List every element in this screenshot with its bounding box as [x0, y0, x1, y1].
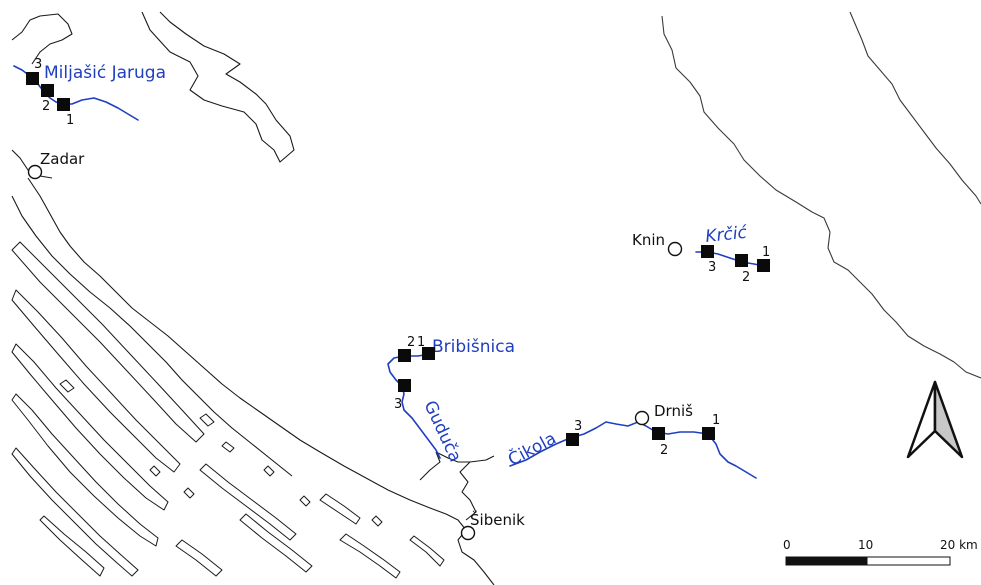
town-marker-knin — [667, 241, 683, 257]
town-marker-drnis — [634, 410, 650, 426]
scale-label-0: 0 — [783, 538, 791, 552]
site-label-bribisnica-2: 2 — [407, 335, 415, 350]
river-label-cikola: Čikola — [504, 427, 560, 471]
site-marker-krcic-3 — [701, 245, 714, 258]
river-cikola-line — [509, 421, 757, 479]
site-label-guduca-3: 3 — [394, 397, 402, 412]
site-label-krcic-2: 2 — [742, 270, 750, 285]
site-label-krcic-1: 1 — [762, 245, 770, 260]
scale-bar-white-segment — [866, 556, 951, 566]
town-label-knin: Knin — [632, 231, 665, 249]
state-border-north — [849, 11, 981, 205]
site-label-miljasic-2: 2 — [42, 99, 50, 114]
river-label-krcic: Krčić — [704, 223, 748, 247]
north-arrow-icon — [906, 380, 964, 459]
site-label-cikola-2: 2 — [660, 443, 668, 458]
site-marker-cikola-3 — [566, 433, 579, 446]
site-marker-miljasic-2 — [41, 84, 54, 97]
site-marker-krcic-1 — [757, 259, 770, 272]
towns: Zadar Knin Drniš Šibenik — [27, 150, 693, 541]
river-label-bribisnica: Bribišnica — [432, 337, 515, 357]
site-label-miljasic-3: 3 — [34, 57, 42, 72]
site-marker-bribisnica-2 — [398, 349, 411, 362]
scale-bar-black-segment — [785, 556, 868, 566]
scale-label-20-km: 20 km — [940, 538, 978, 552]
site-label-bribisnica-1: 1 — [417, 335, 425, 350]
site-marker-guduca-3 — [398, 379, 411, 392]
town-label-drnis: Drniš — [654, 402, 693, 420]
site-label-krcic-3: 3 — [708, 260, 716, 275]
town-label-zadar: Zadar — [40, 150, 85, 168]
town-marker-sibenik — [460, 525, 476, 541]
town-marker-zadar — [27, 164, 43, 180]
river-bribisnica-guduca-line — [387, 353, 441, 459]
scale-bar: 0 10 20 km — [783, 538, 978, 566]
site-label-miljasic-1: 1 — [66, 113, 74, 128]
site-label-cikola-1: 1 — [712, 413, 720, 428]
site-marker-miljasic-1 — [57, 98, 70, 111]
site-label-cikola-3: 3 — [574, 419, 582, 434]
site-marker-krcic-2 — [735, 254, 748, 267]
scale-label-10: 10 — [858, 538, 873, 552]
site-marker-cikola-1 — [702, 427, 715, 440]
site-marker-cikola-2 — [652, 427, 665, 440]
site-marker-miljasic-3 — [26, 72, 39, 85]
state-border — [661, 15, 981, 379]
river-label-miljasic-jaruga: Miljašić Jaruga — [44, 63, 166, 83]
town-label-sibenik: Šibenik — [470, 510, 525, 529]
sampling-sites: 3 2 1 3 2 1 2 1 3 3 2 1 — [26, 57, 770, 458]
islands — [11, 241, 445, 579]
site-marker-bribisnica-1 — [422, 347, 435, 360]
coastline — [11, 11, 495, 585]
